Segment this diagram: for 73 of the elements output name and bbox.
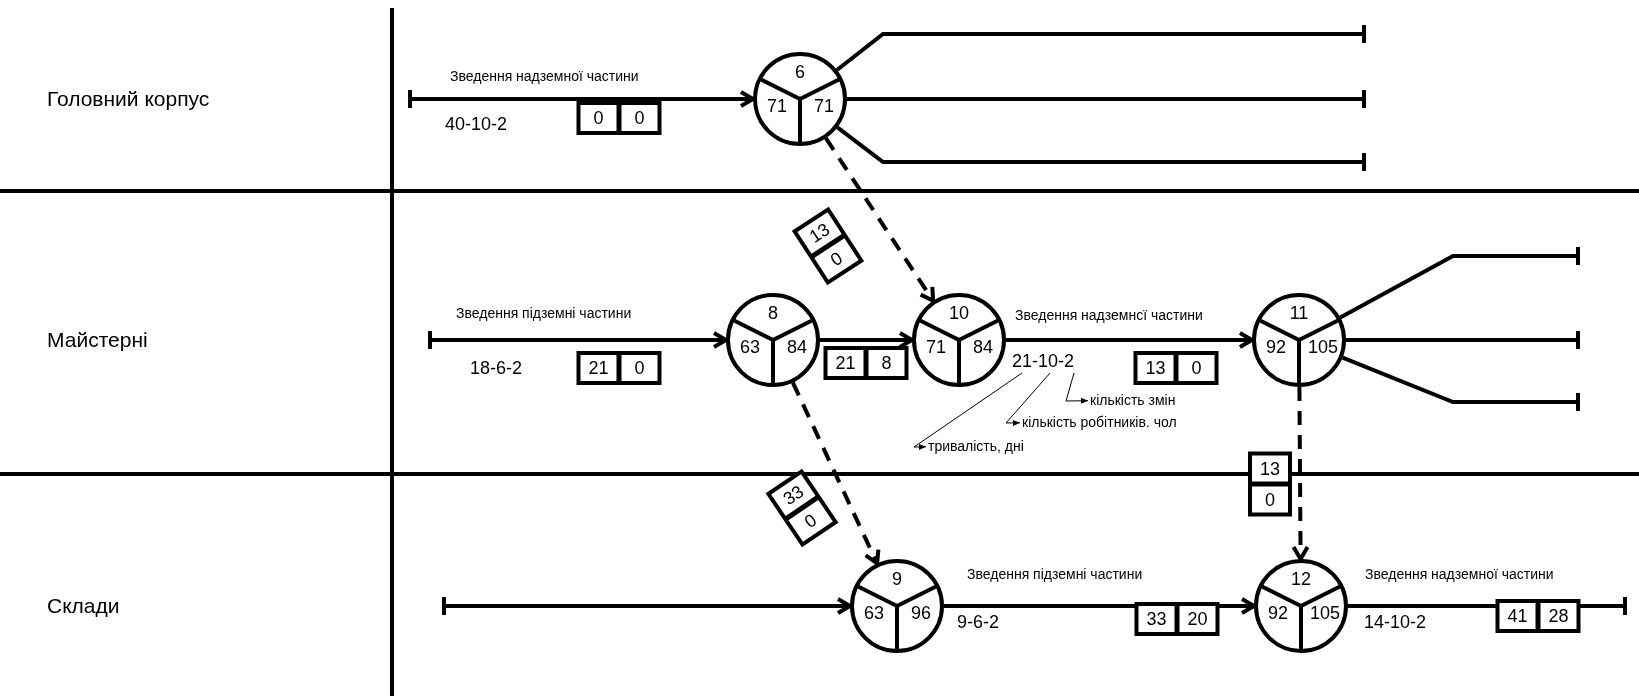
dashed-arrow [824, 137, 936, 303]
annotation-text: кількість робітників. чол [1022, 414, 1177, 430]
reserve-cell: 20 [1179, 606, 1216, 632]
event-number: 11 [1289, 302, 1309, 324]
leader-line [913, 372, 1023, 450]
annotation-text: тривалість, дні [928, 438, 1024, 454]
activity-parameters: 18-6-2 [470, 358, 523, 379]
event-number: 6 [795, 61, 805, 83]
early-time: 92 [1268, 602, 1288, 624]
late-time: 84 [973, 336, 993, 358]
event-number: 9 [892, 568, 902, 590]
reserve-cell: 33 [1138, 606, 1175, 632]
reserve-cell: 41 [1499, 603, 1536, 629]
early-time: 63 [864, 602, 884, 624]
edge-label: Зведення надземної частини [1364, 566, 1555, 582]
time-reserve-box [576, 351, 662, 385]
late-time: 84 [787, 336, 807, 358]
late-time: 71 [814, 95, 834, 117]
event-number: 12 [1291, 568, 1311, 590]
time-reserve-box [823, 346, 909, 380]
reserve-cell: 8 [868, 350, 905, 376]
arrow [1006, 331, 1254, 349]
line [836, 125, 1366, 173]
lane-title: Склади [47, 594, 120, 618]
line [835, 23, 1366, 72]
annotation-text: кількість змін [1090, 392, 1176, 408]
reserve-cell: 28 [1540, 603, 1577, 629]
edge-label: Зведення підземні частини [455, 305, 633, 321]
lane-title: Майстерні [47, 328, 148, 352]
event-number: 10 [949, 302, 969, 324]
reserve-cell: 21 [827, 350, 864, 376]
arrow [442, 595, 852, 617]
time-reserve-box [1495, 599, 1581, 633]
activity-parameters: 14-10-2 [1364, 612, 1427, 633]
line [1346, 329, 1580, 351]
line [1339, 245, 1580, 320]
time-reserve-box [1134, 602, 1220, 636]
reserve-cell: 21 [580, 355, 617, 381]
edge-label: Зведення підземні частини [966, 566, 1144, 582]
reserve-cell: 13 [797, 212, 842, 254]
reserve-cell: 0 [621, 355, 658, 381]
time-reserve-box [576, 101, 662, 135]
activity-parameters: 21-10-2 [1012, 351, 1075, 372]
late-time: 105 [1308, 336, 1338, 358]
leader-line [1005, 372, 1051, 426]
early-time: 71 [926, 336, 946, 358]
late-time: 105 [1310, 602, 1340, 624]
edge-label: Зведення надземної частини [449, 68, 640, 84]
reserve-cell: 0 [1178, 355, 1215, 381]
late-time: 96 [911, 602, 931, 624]
activity-parameters: 9-6-2 [957, 612, 1000, 633]
activity-parameters: 40-10-2 [445, 114, 508, 135]
event-number: 8 [768, 302, 778, 324]
reserve-cell: 13 [1252, 455, 1288, 482]
dashed-arrow [791, 381, 881, 566]
reserve-cell: 0 [621, 105, 658, 131]
reserve-cell: 13 [1137, 355, 1174, 381]
time-reserve-box [1133, 351, 1219, 385]
early-time: 63 [740, 336, 760, 358]
reserve-cell: 0 [1252, 486, 1288, 513]
time-reserve-box [1248, 451, 1292, 517]
arrow [428, 329, 728, 351]
lane-title: Головний корпус [47, 87, 210, 111]
line [1341, 355, 1580, 413]
edge-label: Зведення надземнсї частини [1014, 307, 1204, 323]
leader-line [1065, 372, 1089, 404]
arrow [408, 88, 755, 110]
line [847, 88, 1366, 110]
early-time: 92 [1266, 336, 1286, 358]
reserve-cell: 0 [580, 105, 617, 131]
early-time: 71 [767, 95, 787, 117]
dashed-arrow [1291, 387, 1310, 561]
arrow [820, 331, 914, 349]
